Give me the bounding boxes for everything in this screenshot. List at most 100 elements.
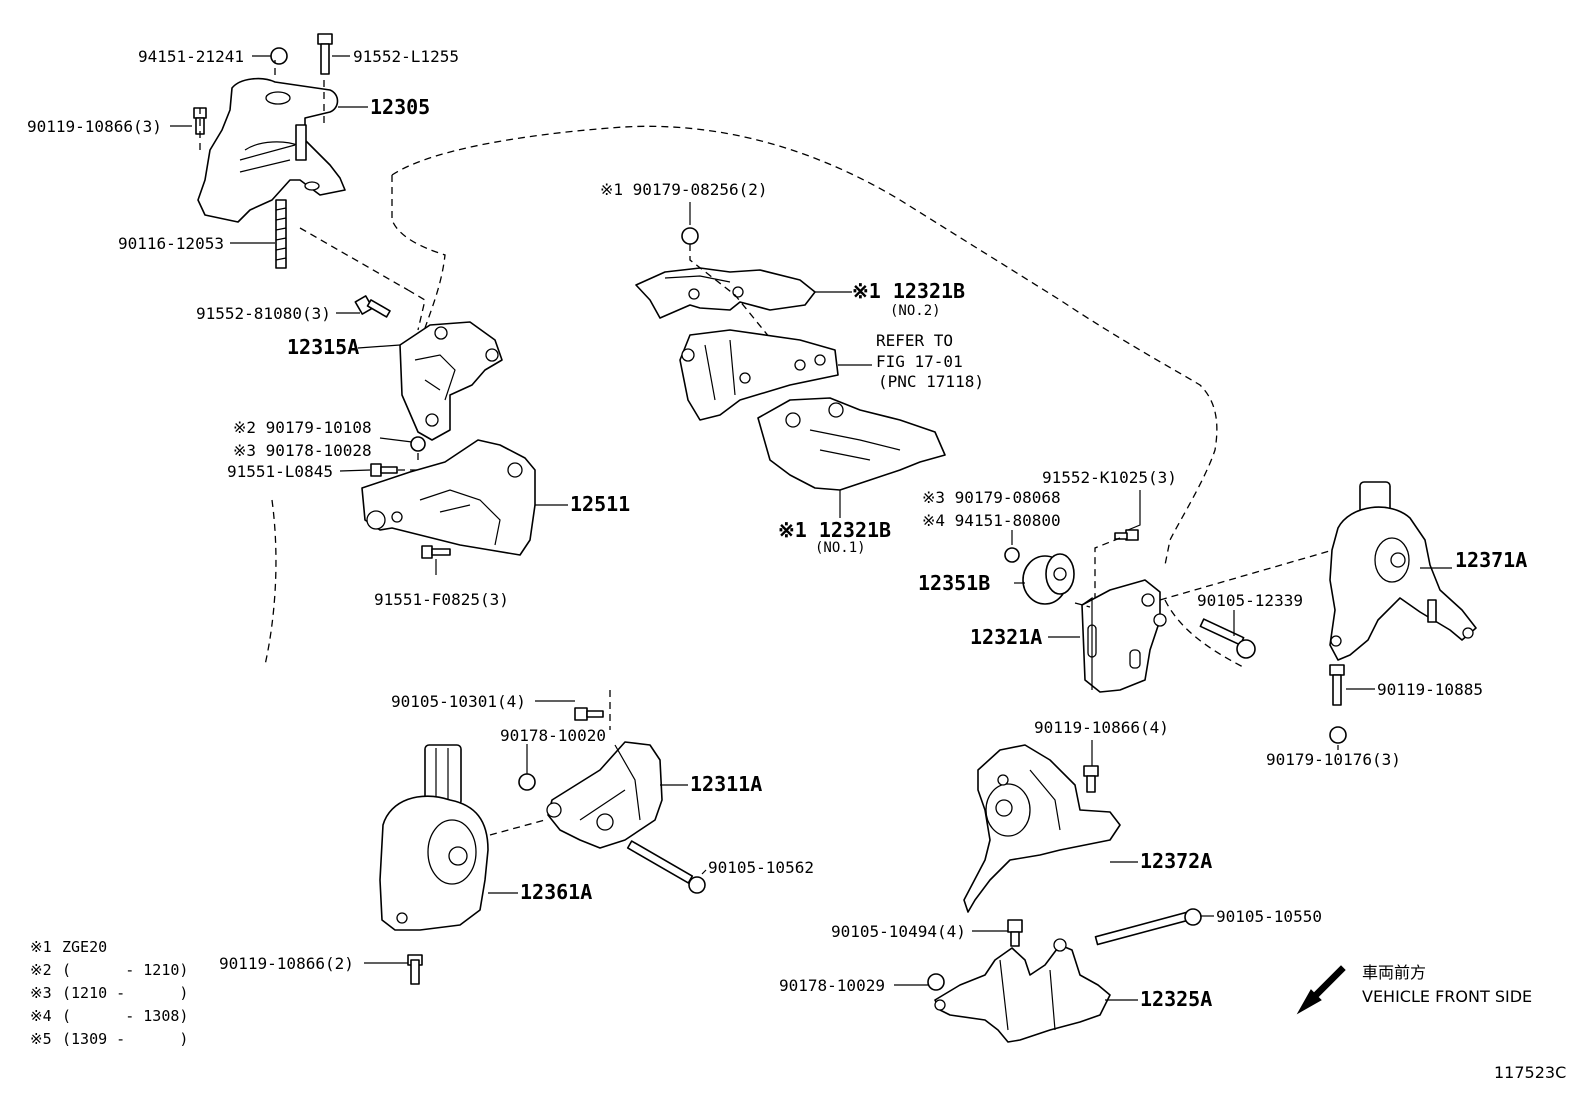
guide-12311A <box>489 690 611 836</box>
bolt-91551-F0825-3 <box>421 545 451 559</box>
part-12311A-drawing <box>546 741 663 849</box>
nut-90179-08068 <box>1004 547 1020 563</box>
label-90116-12053[interactable]: 90116-12053 <box>118 234 224 253</box>
bolt-90105-10301-4 <box>574 707 604 721</box>
note-mark-1: ※1 <box>30 938 52 956</box>
note-text-5: (1309 - ) <box>62 1030 188 1048</box>
bolt-90105-10494-4 <box>1007 919 1023 947</box>
label-90179-08256-2[interactable]: ※1 90179-08256(2) <box>600 180 768 199</box>
part-12315A-drawing <box>399 321 503 441</box>
part-12321A-drawing <box>1081 579 1167 693</box>
label-12321B-no1[interactable]: ※1 12321B <box>778 518 891 542</box>
label-12321B-no2[interactable]: ※1 12321B <box>852 279 965 303</box>
refer-line1: REFER TO <box>876 331 953 350</box>
guide-12321A <box>1094 537 1121 600</box>
label-12351B[interactable]: 12351B <box>918 571 990 595</box>
nut-90179-10176-3 <box>1329 726 1347 744</box>
label-91552-L1255[interactable]: 91552-L1255 <box>353 47 459 66</box>
label-90178-10028[interactable]: ※3 90178-10028 <box>233 441 372 460</box>
bolt-91552-K1025-3 <box>1114 529 1139 541</box>
label-12305[interactable]: 12305 <box>370 95 430 119</box>
note-mark-4: ※4 <box>30 1007 52 1025</box>
part-12321B-no2-drawing <box>635 267 816 319</box>
notes-block: ※1 ZGE20 ※2 ( - 1210) ※3 (1210 - ) ※4 ( … <box>30 938 188 1048</box>
label-90179-10108[interactable]: ※2 90179-10108 <box>233 418 372 437</box>
vehicle-front-arrow-icon <box>1296 965 1346 1015</box>
label-91552-K1025-3[interactable]: 91552-K1025(3) <box>1042 468 1177 487</box>
label-90105-10550[interactable]: 90105-10550 <box>1216 907 1322 926</box>
label-12511[interactable]: 12511 <box>570 492 630 516</box>
label-90105-12339[interactable]: 90105-12339 <box>1197 591 1303 610</box>
part-12361A-drawing <box>379 744 489 931</box>
label-12315A[interactable]: 12315A <box>287 335 359 359</box>
diagram-id: 117523C <box>1494 1063 1566 1082</box>
bolt-91552-81080-3 <box>354 295 391 318</box>
label-90179-08068[interactable]: ※3 90179-08068 <box>922 488 1061 507</box>
label-90105-10494-4[interactable]: 90105-10494(4) <box>831 922 966 941</box>
guide-12305-b <box>299 227 409 291</box>
bolt-91551-L0845 <box>370 463 398 477</box>
bolt-90105-10562 <box>626 840 706 894</box>
part-12351B-drawing <box>1022 553 1075 605</box>
label-90119-10866-2[interactable]: 90119-10866(2) <box>219 954 354 973</box>
part-12305-drawing <box>197 77 346 223</box>
nut-94151-21241 <box>270 47 288 65</box>
bolt-90105-10550 <box>1094 908 1202 946</box>
nut-90178-10020 <box>518 773 536 791</box>
label-90105-10562[interactable]: 90105-10562 <box>708 858 814 877</box>
label-90178-10029[interactable]: 90178-10029 <box>779 976 885 995</box>
note-text-1: ZGE20 <box>62 938 107 956</box>
part-12372A-drawing <box>963 744 1121 913</box>
part-12371A-drawing <box>1329 481 1477 661</box>
bolt-90105-12339 <box>1199 618 1256 659</box>
bolt-90119-10866-4 <box>1083 765 1099 793</box>
engine-outline-left <box>391 175 446 381</box>
bolt-90119-10885 <box>1329 664 1345 706</box>
nut-90178-10029 <box>927 973 945 991</box>
label-91551-L0845[interactable]: 91551-L0845 <box>227 462 333 481</box>
engine-outline-left-lower <box>264 499 277 666</box>
label-12321B-no1-sub: (NO.1) <box>815 540 866 556</box>
part-12325A-drawing <box>934 938 1111 1043</box>
label-91551-F0825-3[interactable]: 91551-F0825(3) <box>374 590 509 609</box>
label-91552-81080-3[interactable]: 91552-81080(3) <box>196 304 331 323</box>
label-90105-10301-4[interactable]: 90105-10301(4) <box>391 692 526 711</box>
label-12321A[interactable]: 12321A <box>970 625 1042 649</box>
label-12311A[interactable]: 12311A <box>690 772 762 796</box>
note-text-3: (1210 - ) <box>62 984 188 1002</box>
label-12325A[interactable]: 12325A <box>1140 987 1212 1011</box>
label-12321B-no2-sub: (NO.2) <box>890 303 941 319</box>
note-text-2: ( - 1210) <box>62 961 188 979</box>
note-text-4: ( - 1308) <box>62 1007 188 1025</box>
refer-line3: (PNC 17118) <box>878 372 984 391</box>
leader-lines <box>170 55 1452 1001</box>
nut-90179-08256 <box>681 227 699 245</box>
label-90179-10176-3[interactable]: 90179-10176(3) <box>1266 750 1401 769</box>
vehicle-front-en: VEHICLE FRONT SIDE <box>1362 987 1532 1006</box>
nut-90179-10108 <box>410 436 426 452</box>
bolt-91552-L1255 <box>317 33 333 75</box>
label-90119-10885[interactable]: 90119-10885 <box>1377 680 1483 699</box>
refer-line2[interactable]: FIG 17-01 <box>876 352 963 371</box>
engine-outline-right-lower <box>1164 599 1246 669</box>
note-mark-5: ※5 <box>30 1030 52 1048</box>
label-90119-10866-4[interactable]: 90119-10866(4) <box>1034 718 1169 737</box>
bolt-90119-10866-2 <box>407 954 423 985</box>
note-mark-2: ※2 <box>30 961 52 979</box>
part-12511-drawing <box>361 439 536 556</box>
part-bracket-17118-drawing <box>679 329 839 421</box>
label-94151-21241[interactable]: 94151-21241 <box>138 47 244 66</box>
label-12372A[interactable]: 12372A <box>1140 849 1212 873</box>
label-94151-80800[interactable]: ※4 94151-80800 <box>922 511 1061 530</box>
engine-outline-top <box>391 125 1218 566</box>
label-90178-10020[interactable]: 90178-10020 <box>500 726 606 745</box>
label-12361A[interactable]: 12361A <box>520 880 592 904</box>
note-mark-3: ※3 <box>30 984 52 1002</box>
part-12321B-no1-drawing <box>757 397 946 491</box>
vehicle-front-jp: 車両前方 <box>1362 963 1426 982</box>
stud-90116-12053 <box>275 199 287 269</box>
guide-12351B <box>1074 547 1341 608</box>
label-12371A[interactable]: 12371A <box>1455 548 1527 572</box>
label-90119-10866-3[interactable]: 90119-10866(3) <box>27 117 162 136</box>
